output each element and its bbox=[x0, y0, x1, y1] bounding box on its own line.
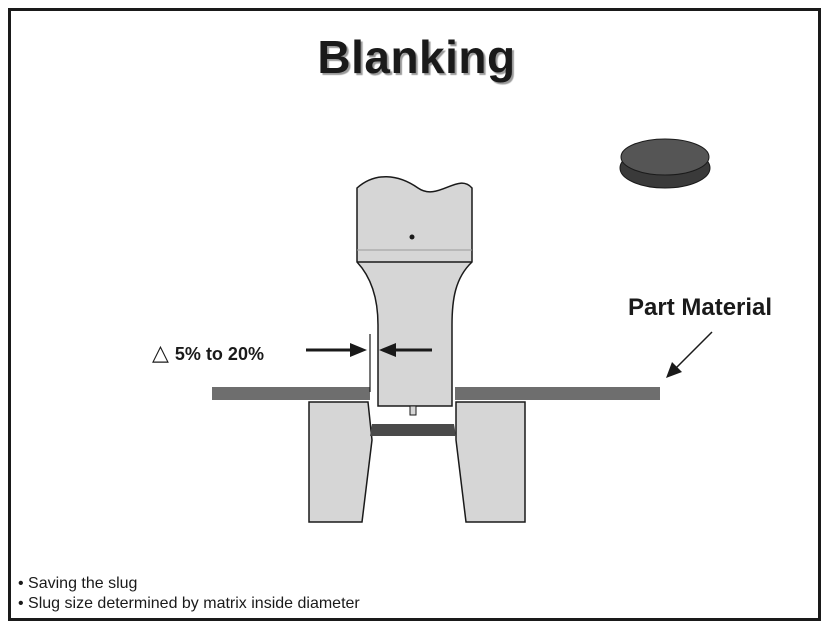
clearance-arrow-right-head bbox=[379, 343, 396, 357]
clearance-range: 5% to 20% bbox=[174, 344, 264, 364]
part-material-arrow-head bbox=[666, 362, 682, 378]
slug-in-die bbox=[370, 424, 456, 436]
ejected-slug-top bbox=[620, 138, 710, 176]
ejector-pin bbox=[409, 405, 417, 416]
part-material-label: Part Material bbox=[628, 294, 773, 321]
notes-list: • Saving the slug • Slug size determined… bbox=[18, 574, 360, 614]
note-item: • Saving the slug bbox=[18, 575, 138, 592]
page-title: Blanking bbox=[317, 31, 516, 83]
punch bbox=[356, 176, 473, 407]
punch-dot bbox=[409, 234, 415, 240]
die-left bbox=[308, 401, 373, 523]
sheet-right bbox=[455, 387, 660, 400]
delta-symbol: △ bbox=[152, 340, 169, 365]
part-material-arrow-shaft bbox=[675, 331, 713, 369]
die-right bbox=[455, 401, 526, 523]
clearance-arrow-left-head bbox=[350, 343, 367, 357]
clearance-label: △5% to 20% bbox=[152, 340, 264, 366]
note-item: • Slug size determined by matrix inside … bbox=[18, 595, 360, 612]
sheet-left bbox=[212, 387, 370, 400]
